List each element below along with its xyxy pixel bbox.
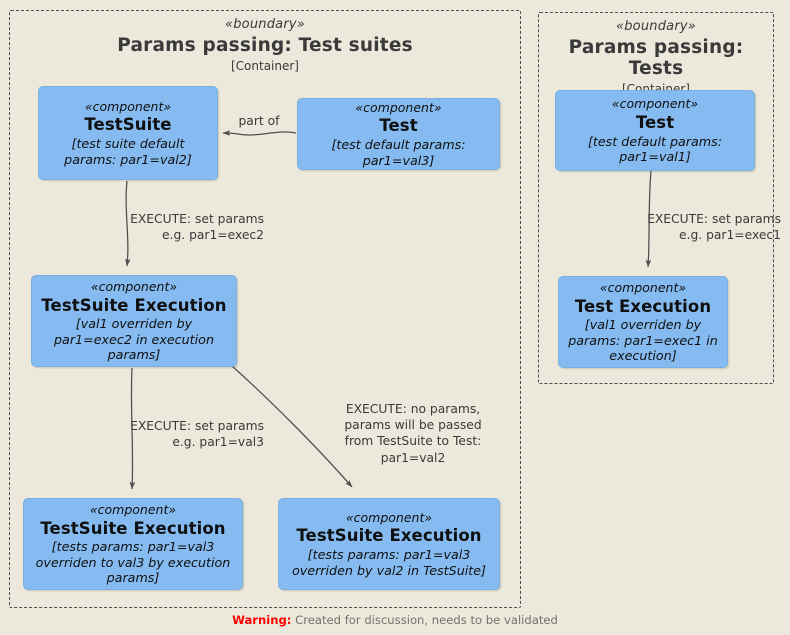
component-stereotype: «component» xyxy=(84,98,172,114)
component-name: TestSuite xyxy=(84,115,172,135)
edge-execute-test xyxy=(645,170,652,268)
footer-warning: Warning: Created for discussion, needs t… xyxy=(0,613,790,627)
boundary-stereotype: «boundary» xyxy=(225,17,305,32)
component-name: TestSuite Execution xyxy=(41,295,227,315)
component-stereotype: «component» xyxy=(355,99,442,115)
component-testsuite-execution-bottom-left[interactable]: «component» TestSuite Execution [tests p… xyxy=(23,498,243,590)
component-stereotype: «component» xyxy=(599,280,687,296)
component-note: [val1 overriden by params: par1=exec1 in… xyxy=(568,317,718,364)
component-test-left[interactable]: «component» Test [test default params: p… xyxy=(297,98,500,170)
component-stereotype: «component» xyxy=(345,509,433,525)
component-stereotype: «component» xyxy=(90,279,178,295)
component-stereotype: «component» xyxy=(611,96,699,112)
warning-label: Warning: xyxy=(232,613,292,627)
component-name: TestSuite Execution xyxy=(296,526,482,546)
component-name: TestSuite Execution xyxy=(40,518,226,538)
component-name: Test Execution xyxy=(574,296,712,316)
component-note: [val1 overriden by par1=exec2 in executi… xyxy=(54,316,214,363)
edge-execute-val3 xyxy=(129,367,136,490)
component-testsuite-execution-bottom-right[interactable]: «component» TestSuite Execution [tests p… xyxy=(278,498,500,590)
component-stereotype: «component» xyxy=(89,502,177,518)
component-name: Test xyxy=(635,112,675,132)
component-note: [test default params: par1=val3] xyxy=(331,137,466,168)
component-name: Test xyxy=(379,116,418,136)
boundary-subtitle: [Container] xyxy=(230,59,299,73)
component-test-right[interactable]: «component» Test [test default params: p… xyxy=(555,90,755,171)
component-test-execution-right[interactable]: «component» Test Execution [val1 overrid… xyxy=(558,276,728,368)
component-testsuite-execution-middle[interactable]: «component» TestSuite Execution [val1 ov… xyxy=(31,275,237,367)
boundary-title: Params passing: Test suites xyxy=(117,35,413,56)
edge-execute-suite xyxy=(124,180,131,267)
component-note: [tests params: par1=val3 overriden by va… xyxy=(292,547,486,578)
component-note: [tests params: par1=val3 overriden to va… xyxy=(35,539,231,586)
warning-text: Created for discussion, needs to be vali… xyxy=(291,613,558,627)
boundary-title: Params passing: Tests xyxy=(568,37,744,79)
component-note: [test default params: par1=val1] xyxy=(587,133,723,165)
boundary-stereotype: «boundary» xyxy=(616,19,696,34)
component-testsuite[interactable]: «component» TestSuite [test suite defaul… xyxy=(38,86,218,180)
edge-execute-noparams xyxy=(231,365,353,488)
component-note: [test suite default params: par1=val2] xyxy=(64,136,192,167)
edge-part-of xyxy=(222,130,297,136)
